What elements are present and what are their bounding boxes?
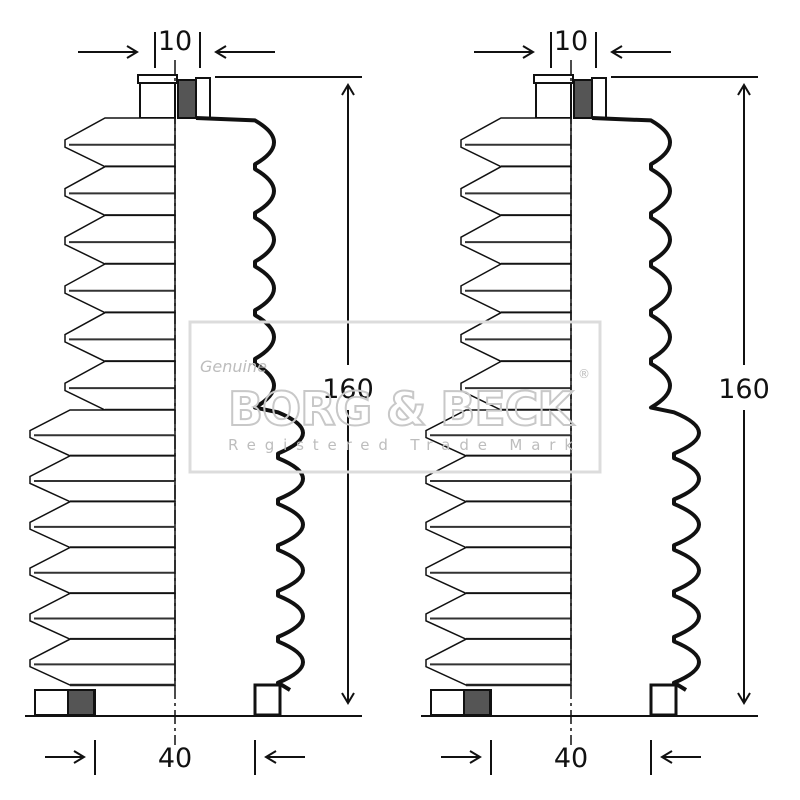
top-diameter-label: 10 <box>554 26 588 57</box>
fold-left <box>425 455 572 503</box>
fold-left <box>425 592 572 640</box>
fold-left <box>29 638 176 686</box>
fold-left <box>425 500 572 549</box>
fold-left <box>29 455 176 503</box>
fold-left <box>64 165 176 217</box>
boot-left: 10 160 40 <box>25 26 374 775</box>
bottom-diameter-label: 40 <box>554 743 588 774</box>
bottom-diameter-label: 40 <box>158 743 192 774</box>
neck-section <box>573 79 593 119</box>
watermark-registered: ® <box>578 367 590 381</box>
arrow-top-left <box>78 45 139 59</box>
arrow-top-right <box>214 45 275 59</box>
fold-left <box>460 263 572 314</box>
bellows-profile-right <box>195 116 305 692</box>
watermark-frame <box>188 320 602 474</box>
arrow-height-up <box>341 83 355 365</box>
fold-left <box>64 360 176 411</box>
fold-left <box>460 311 572 363</box>
base-section <box>67 689 95 716</box>
fold-left <box>425 546 572 595</box>
fold-left <box>64 214 176 265</box>
height-label: 160 <box>718 374 770 405</box>
neck-wall <box>195 77 211 119</box>
top-diameter-label: 10 <box>158 26 192 57</box>
fold-left <box>29 409 176 457</box>
neck-wall <box>591 77 607 119</box>
arrow-height-down <box>341 410 355 705</box>
boot-right: 10 160 40 <box>421 26 770 775</box>
neck-left <box>535 77 572 119</box>
arrow-top-left <box>474 45 535 59</box>
fold-left <box>64 117 176 168</box>
base-section <box>463 689 491 716</box>
fold-left <box>29 592 176 640</box>
arrow-bottom-right <box>264 750 305 764</box>
base-right <box>253 683 282 717</box>
arrow-bottom-left <box>441 750 482 764</box>
neck-lip <box>137 74 178 84</box>
watermark-script: Genuine <box>200 357 267 376</box>
fold-left <box>64 263 176 314</box>
neck-lip <box>533 74 574 84</box>
fold-left <box>460 117 572 168</box>
arrow-top-right <box>610 45 671 59</box>
base-right <box>649 683 678 717</box>
arrow-bottom-right <box>660 750 701 764</box>
arrow-bottom-left <box>45 750 86 764</box>
fold-left <box>64 311 176 363</box>
fold-left <box>425 638 572 686</box>
arrow-height-up <box>737 83 751 365</box>
watermark-brand: BORG & BECK <box>228 382 575 436</box>
fold-left <box>460 165 572 217</box>
fold-left <box>29 546 176 595</box>
neck-section <box>177 79 197 119</box>
watermark: Genuine BORG & BECK ® Registered Trade M… <box>188 320 602 474</box>
fold-left <box>460 214 572 265</box>
bellows-profile-right <box>591 116 701 692</box>
fold-left <box>29 500 176 549</box>
height-label: 160 <box>322 374 374 405</box>
arrow-height-down <box>737 410 751 705</box>
